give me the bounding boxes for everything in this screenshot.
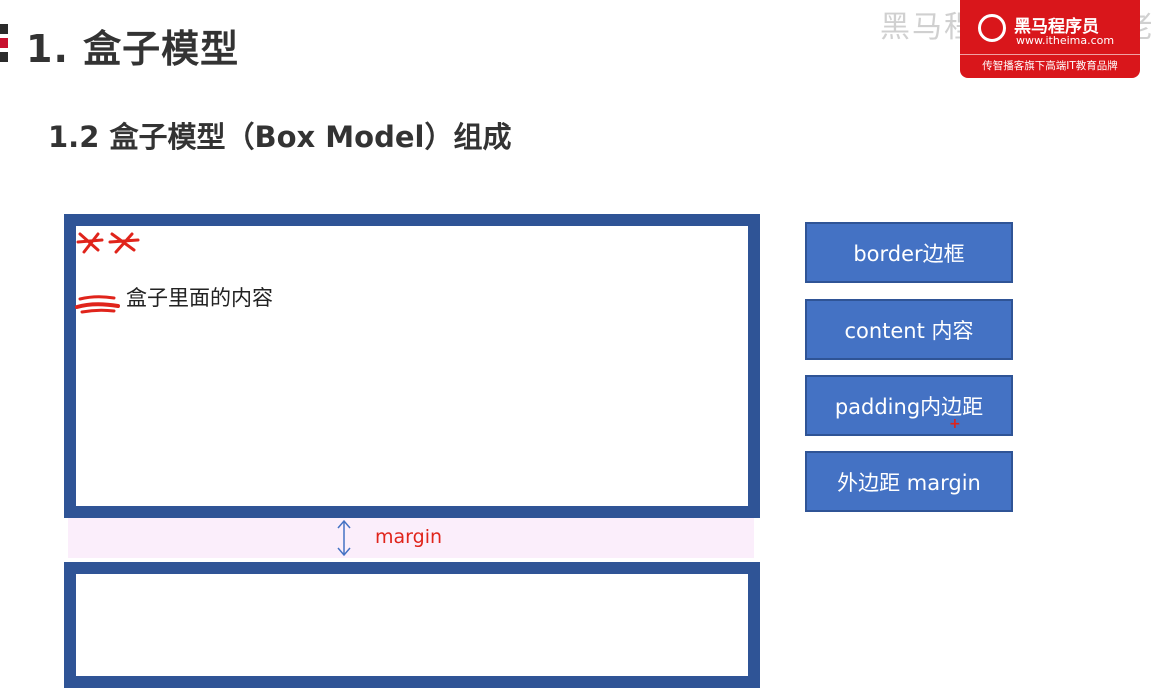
title-marker-bar [0,52,8,62]
double-arrow-icon [337,519,351,557]
brand-circle-icon [978,14,1006,42]
title-marker-bar [0,24,8,34]
content-button[interactable]: content 内容 [805,299,1013,360]
handwritten-xx-annotation [76,232,140,254]
brand-logo: 黑马程序员 www.itheima.com 传智播客旗下高端IT教育品牌 [960,0,1140,78]
margin-band [68,518,754,558]
box-model-second-box [64,562,760,688]
slide-subtitle: 1.2 盒子模型（Box Model）组成 [48,120,512,154]
handwritten-underline-annotation [75,295,120,314]
padding-button[interactable]: padding内边距 [805,375,1013,436]
box-content-text: 盒子里面的内容 [126,286,273,310]
margin-button[interactable]: 外边距 margin [805,451,1013,512]
box-model-outer-box [64,214,760,518]
slide-title: 1. 盒子模型 [26,27,240,71]
brand-name: 黑马程序员 [1014,17,1099,37]
margin-label: margin [375,526,443,548]
brand-tagline: 传智播客旗下高端IT教育品牌 [960,54,1140,73]
border-button[interactable]: border边框 [805,222,1013,283]
cursor-plus-icon: + [949,416,961,432]
brand-url: www.itheima.com [1016,34,1115,47]
title-marker-bar-accent [0,38,8,48]
